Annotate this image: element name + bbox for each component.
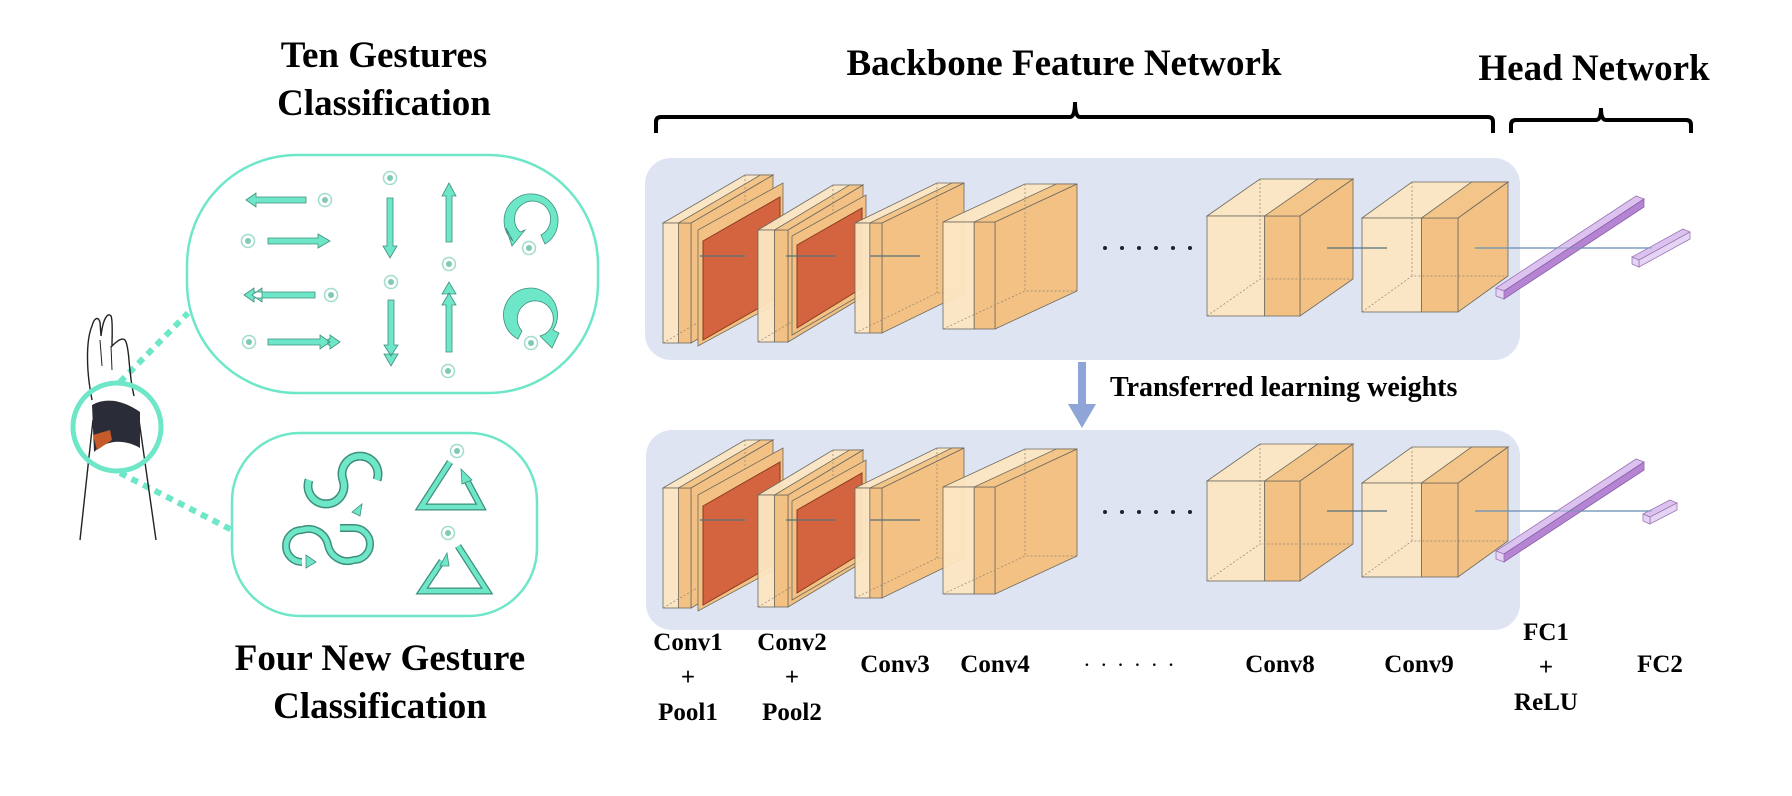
conv8-block	[1205, 443, 1355, 582]
ten-gestures-title-line1: Ten Gestures	[281, 35, 488, 76]
label-conv1-line1: Conv1	[653, 629, 722, 656]
four-gestures-title-line2: Classification	[273, 686, 487, 727]
wrist-highlight-circle	[70, 380, 164, 474]
gesture-double-swipe-right	[241, 334, 341, 350]
ten-gestures-box	[185, 153, 600, 395]
wristband-sensor	[93, 430, 112, 450]
ellipsis-dot	[1171, 510, 1175, 514]
fc2-layer	[1631, 228, 1691, 268]
conv4-block	[942, 183, 1078, 330]
conv9-block	[1360, 181, 1510, 313]
fc2-layer	[1642, 499, 1678, 525]
hand-wrist-illustration	[70, 314, 164, 541]
label-fc1-line3: ReLU	[1514, 689, 1578, 716]
ten-gestures-title-line2: Classification	[277, 83, 491, 124]
transfer-arrow	[1068, 362, 1096, 428]
connector-bottom-dotted	[118, 470, 234, 533]
transfer-label: Transferred learning weights	[1110, 372, 1457, 403]
gesture-circle-clockwise	[503, 287, 560, 351]
head-title: Head Network	[1478, 48, 1710, 89]
four-gestures-title-line1: Four New Gesture	[235, 638, 525, 679]
gesture-triangle-clockwise	[440, 525, 456, 541]
pretrained-network	[645, 158, 1691, 360]
label-conv3: Conv3	[860, 651, 929, 678]
label-fc2: FC2	[1637, 651, 1683, 678]
ellipsis-dot	[1137, 510, 1141, 514]
gesture-swipe-up	[441, 182, 457, 272]
backbone-title: Backbone Feature Network	[846, 43, 1281, 84]
ellipsis-dot	[1137, 246, 1141, 250]
label-conv1-line3: Pool1	[658, 699, 718, 726]
label-fc1-line2: +	[1539, 654, 1553, 681]
gesture-triangle-counterclockwise	[414, 443, 487, 511]
conv9-block	[1360, 446, 1510, 578]
gesture-double-swipe-down	[383, 274, 399, 367]
ellipsis-dot	[1154, 246, 1158, 250]
gesture-s-shape-forward	[303, 451, 383, 517]
label-fc1-line1: FC1	[1523, 619, 1569, 646]
gesture-double-swipe-up	[440, 281, 457, 379]
backbone-bracket	[654, 101, 1495, 133]
label-conv2-line2: +	[785, 664, 799, 691]
ellipsis-dot	[1188, 510, 1192, 514]
ellipsis-dot	[1120, 246, 1124, 250]
ellipsis-dot	[1171, 246, 1175, 250]
layer-labels: Conv1 + Pool1 Conv2 + Pool2 Conv3 Conv4 · · · · …	[653, 619, 1683, 726]
ellipsis-dot	[1103, 246, 1107, 250]
fc1-layer	[1495, 195, 1645, 300]
connector-top-dotted	[117, 310, 191, 385]
gesture-swipe-down	[382, 170, 398, 259]
label-conv9: Conv9	[1384, 651, 1453, 678]
conv8-block	[1205, 178, 1355, 317]
head-bracket	[1509, 107, 1693, 133]
label-conv2-line1: Conv2	[757, 629, 826, 656]
conv4-block	[942, 448, 1078, 595]
four-new-gestures-box	[230, 431, 539, 618]
label-conv4: Conv4	[960, 651, 1030, 678]
fc1-layer	[1495, 458, 1645, 563]
gesture-double-swipe-left	[243, 287, 339, 303]
label-conv8: Conv8	[1245, 651, 1314, 678]
gesture-circle-counterclockwise	[503, 193, 559, 256]
ellipsis-dot	[1103, 510, 1107, 514]
gesture-swipe-right	[240, 233, 331, 249]
label-conv1-line2: +	[681, 664, 695, 691]
gesture-swipe-left	[245, 192, 333, 208]
label-ellipsis: · · · · · ·	[1083, 652, 1176, 677]
ellipsis-dot	[1188, 246, 1192, 250]
gesture-triangle-clockwise-path	[415, 544, 494, 595]
ellipsis-dot	[1154, 510, 1158, 514]
gesture-s-shape-reverse	[282, 524, 374, 569]
ellipsis-dot	[1120, 510, 1124, 514]
label-conv2-line3: Pool2	[762, 699, 822, 726]
new-gesture-network	[646, 430, 1678, 630]
